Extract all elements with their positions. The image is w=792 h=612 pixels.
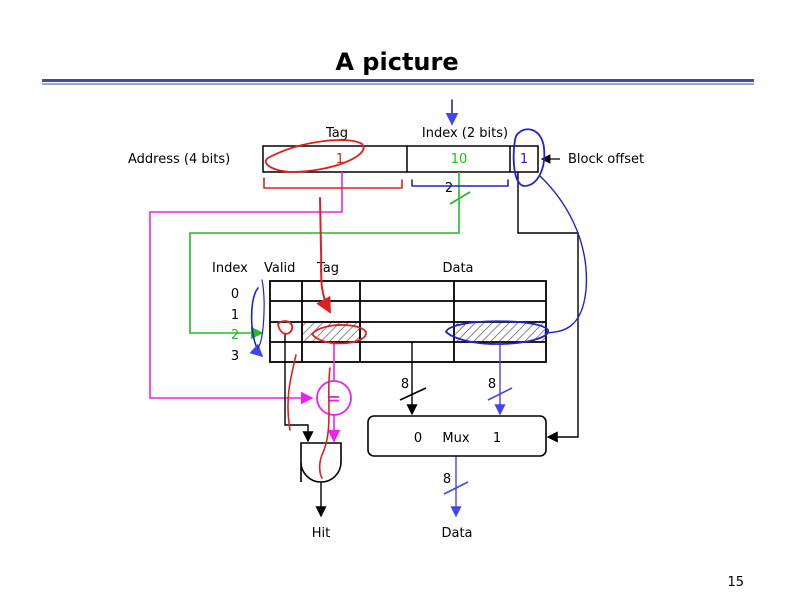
block-offset-label: Block offset <box>568 152 644 167</box>
comparator-symbol: = <box>327 389 340 408</box>
offset-value: 1 <box>520 152 528 167</box>
mux-input-0: 0 <box>414 431 422 446</box>
and-gate <box>300 442 342 483</box>
hit-output-label: Hit <box>312 526 330 541</box>
title-rule <box>42 79 754 85</box>
tag-to-comparator-wire <box>149 172 343 405</box>
row-index-2: 2 <box>231 328 239 343</box>
index-to-table-wire <box>189 172 460 340</box>
data-left-width-label: 8 <box>401 377 409 392</box>
col-index-header: Index <box>212 261 248 276</box>
cache-table <box>269 280 547 363</box>
data-right-width-tick <box>487 387 513 401</box>
offset-to-mux-wire <box>517 172 579 443</box>
index-width-label: 2 <box>445 181 453 196</box>
row-index-1: 1 <box>231 308 239 323</box>
address-register <box>262 145 539 173</box>
data-output-label: Data <box>441 526 472 541</box>
index-width-tick <box>449 191 471 205</box>
mux-label: Mux <box>442 431 469 446</box>
data-right-width-label: 8 <box>488 377 496 392</box>
data-out-width-label: 8 <box>443 472 451 487</box>
col-valid-header: Valid <box>264 261 295 276</box>
selected-data-cell <box>454 322 546 342</box>
mux-block <box>367 415 547 457</box>
data-left-width-tick <box>399 387 427 401</box>
slide-title: A picture <box>335 48 458 76</box>
tag-field-label: Tag <box>325 126 348 141</box>
address-label: Address (4 bits) <box>128 152 230 167</box>
index-value: 10 <box>451 152 468 167</box>
tag-value: 1 <box>336 152 344 167</box>
index-field-label: Index (2 bits) <box>422 126 508 141</box>
handwritten-annotations <box>249 99 588 479</box>
comparator <box>316 380 352 416</box>
col-data-header: Data <box>442 261 473 276</box>
valid-to-and-wire <box>284 333 314 443</box>
mux-input-1: 1 <box>493 431 501 446</box>
page-number: 15 <box>727 575 744 590</box>
data-out-width-tick <box>443 481 469 495</box>
row-index-0: 0 <box>231 287 239 302</box>
col-tag-header: Tag <box>316 261 339 276</box>
row-index-3: 3 <box>231 349 239 364</box>
